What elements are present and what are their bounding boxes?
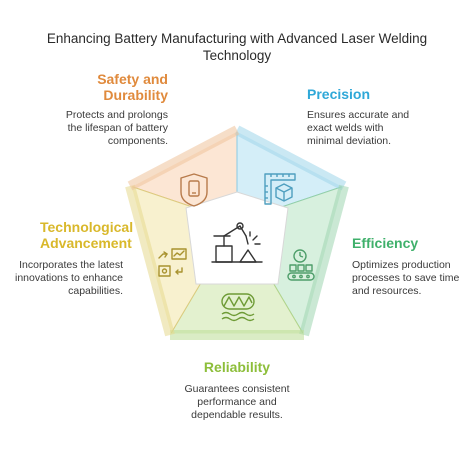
title-line-1: Enhancing Battery Manufacturing with Adv… (46, 31, 428, 46)
reliability-description: Guarantees consistent performance and de… (167, 383, 307, 422)
technology-description: Incorporates the latest innovations to e… (8, 259, 123, 298)
technology-heading-line-1: Technological (40, 219, 134, 235)
robot-laser-welder-icon (211, 222, 263, 263)
conveyor-clock-icon (287, 249, 315, 281)
efficiency-heading: Efficiency (352, 235, 462, 251)
precision-description: Ensures accurate and exact welds with mi… (307, 109, 437, 148)
precision-description-line-2: exact welds with (307, 122, 384, 134)
technology-description-line-3: capabilities. (68, 285, 123, 297)
precision-description-line-3: minimal deviation. (307, 135, 392, 147)
reliability-description-line-3: dependable results. (191, 409, 283, 421)
technology-heading: Technological Advancement (40, 219, 160, 251)
safety-description-line-2: the lifespan of battery (67, 122, 168, 134)
title-line-2: Technology (202, 48, 272, 63)
efficiency-description-line-2: processes to save time (352, 272, 460, 284)
efficiency-description: Optimizes production processes to save t… (352, 259, 472, 298)
precision-heading: Precision (307, 86, 427, 102)
technology-description-line-1: Incorporates the latest (19, 259, 123, 271)
technology-heading-line-2: Advancement (40, 235, 132, 251)
wave-signal-icon (221, 293, 255, 322)
safety-heading-line-2: Durability (103, 87, 168, 103)
safety-heading: Safety and Durability (60, 71, 168, 103)
precision-description-line-1: Ensures accurate and (307, 109, 410, 121)
center-panel (185, 191, 289, 285)
efficiency-description-line-1: Optimizes production (352, 259, 451, 271)
innovation-icon (158, 248, 187, 277)
technology-description-line-2: innovations to enhance (15, 272, 123, 284)
safety-heading-line-1: Safety and (97, 71, 168, 87)
phone-shield-icon (180, 173, 208, 207)
safety-description-line-1: Protects and prolongs (65, 109, 168, 121)
diagram-title: Enhancing Battery Manufacturing with Adv… (0, 30, 474, 64)
safety-description-line-3: components. (107, 135, 168, 147)
reliability-description-line-1: Guarantees consistent (184, 383, 290, 395)
efficiency-heading-line-1: Efficiency (352, 235, 419, 251)
reliability-heading-line-1: Reliability (203, 359, 271, 375)
precision-heading-line-1: Precision (307, 86, 371, 102)
safety-description: Protects and prolongs the lifespan of ba… (48, 109, 168, 148)
reliability-description-line-2: performance and (197, 396, 277, 408)
ruler-cube-icon (264, 173, 296, 205)
reliability-heading: Reliability (167, 359, 307, 375)
efficiency-description-line-3: and resources. (352, 285, 422, 297)
